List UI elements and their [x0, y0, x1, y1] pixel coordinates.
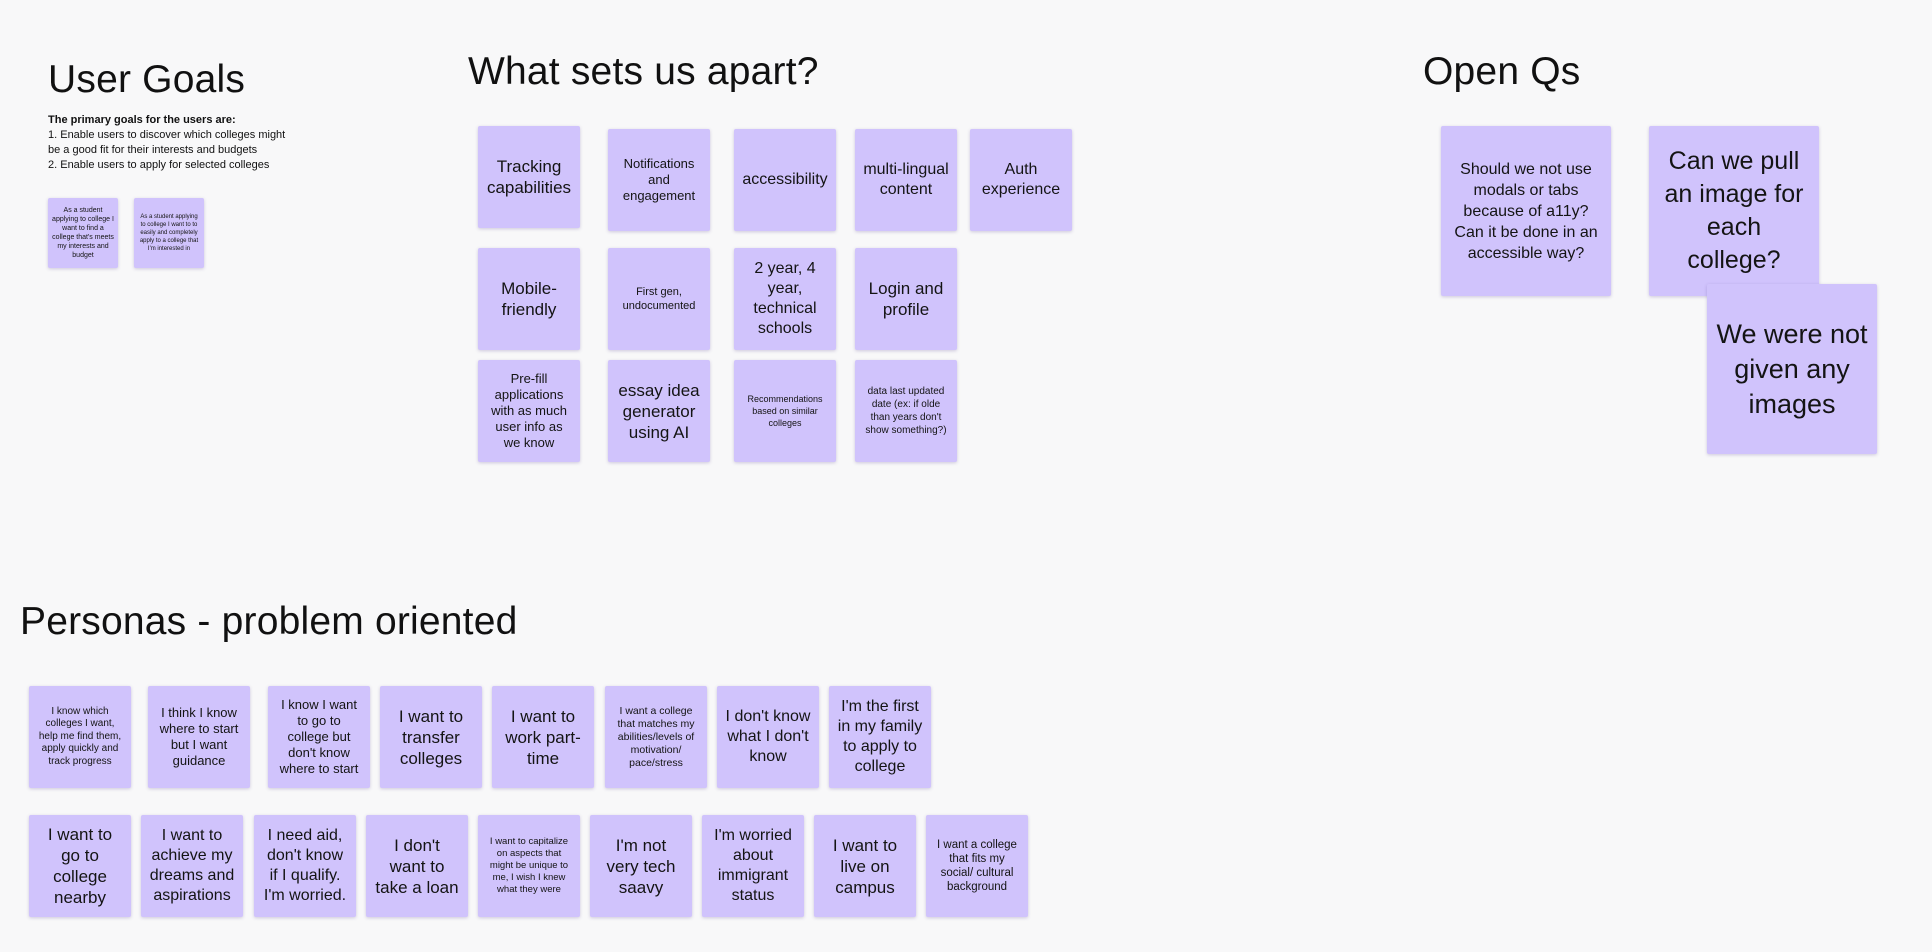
sticky-text: I'm worried about immigrant status — [714, 827, 792, 904]
sticky-note-persona[interactable]: I want a college that fits my social/ cu… — [926, 815, 1028, 917]
sticky-note-persona[interactable]: I'm not very tech saavy — [590, 815, 692, 917]
goal-item-2: 2. Enable users to apply for selected co… — [48, 159, 270, 171]
sticky-note-open-q[interactable]: Can we pull an image for each college? — [1649, 126, 1819, 296]
sticky-text: I'm not very tech saavy — [606, 835, 676, 897]
sticky-note-apart[interactable]: Notifications and engagement — [608, 129, 710, 231]
sticky-note-open-q[interactable]: We were not given any images — [1707, 284, 1877, 454]
sticky-text: Notifications and engagement — [622, 156, 696, 203]
sticky-note-apart[interactable]: multi-lingual content — [855, 129, 957, 231]
sticky-note-apart[interactable]: accessibility — [734, 129, 836, 231]
sticky-text: Auth experience — [981, 161, 1061, 198]
sticky-note-apart[interactable]: Auth experience — [970, 129, 1072, 231]
sticky-note-apart[interactable]: 2 year, 4 year, technical schools — [734, 248, 836, 350]
goals-heading: The primary goals for the users are: — [48, 114, 236, 126]
sticky-text: As a student applying to college I want … — [52, 207, 114, 259]
sticky-text: I know I want to go to college but don't… — [279, 697, 359, 776]
sticky-note-apart[interactable]: Tracking capabilities — [478, 126, 580, 228]
sticky-text: I'm the first in my family to apply to c… — [837, 698, 923, 775]
sticky-text: I want to live on campus — [832, 835, 898, 897]
sticky-note-persona[interactable]: I want to achieve my dreams and aspirati… — [141, 815, 243, 917]
sticky-note-apart[interactable]: First gen, undocumented — [608, 248, 710, 350]
sticky-text: We were not given any images — [1716, 318, 1868, 419]
sticky-text: I want to work part-time — [505, 706, 581, 768]
sticky-text: Should we not use modals or tabs because… — [1454, 160, 1598, 262]
sticky-note-persona[interactable]: I think I know where to start but I want… — [148, 686, 250, 788]
what-sets-us-apart-title[interactable]: What sets us apart? — [468, 50, 819, 93]
sticky-note-persona[interactable]: I want to live on campus — [814, 815, 916, 917]
sticky-text: Can we pull an image for each college? — [1664, 147, 1804, 274]
sticky-note-apart[interactable]: Login and profile — [855, 248, 957, 350]
sticky-text: As a student applying to college I want … — [139, 214, 199, 252]
sticky-note-persona[interactable]: I'm the first in my family to apply to c… — [829, 686, 931, 788]
sticky-note-open-q[interactable]: Should we not use modals or tabs because… — [1441, 126, 1611, 296]
sticky-note-persona[interactable]: I don't want to take a loan — [366, 815, 468, 917]
sticky-text: I know which colleges I want, help me fi… — [38, 705, 122, 767]
sticky-note-persona[interactable]: I don't know what I don't know — [717, 686, 819, 788]
sticky-note-apart[interactable]: Recommendations based on similar college… — [734, 360, 836, 462]
sticky-note-persona[interactable]: I want to transfer colleges — [380, 686, 482, 788]
sticky-note-persona[interactable]: I need aid, don't know if I qualify. I'm… — [254, 815, 356, 917]
sticky-text: I want a college that matches my abiliti… — [617, 704, 695, 769]
goal-item-1: 1. Enable users to discover which colleg… — [48, 129, 286, 156]
sticky-note-persona[interactable]: I want to capitalize on aspects that mig… — [478, 815, 580, 917]
sticky-text: Mobile-friendly — [501, 279, 557, 319]
sticky-note-persona[interactable]: I'm worried about immigrant status — [702, 815, 804, 917]
sticky-text: Tracking capabilities — [486, 157, 572, 197]
sticky-note-persona[interactable]: I want to go to college nearby — [29, 815, 131, 917]
sticky-text: I don't know what I don't know — [725, 708, 811, 765]
sticky-text: I need aid, don't know if I qualify. I'm… — [263, 827, 347, 904]
sticky-text: data last updated date (ex: if olde than… — [865, 386, 947, 436]
sticky-text: Recommendations based on similar college… — [747, 394, 823, 428]
sticky-text: Pre-fill applications with as much user … — [491, 371, 567, 450]
sticky-note-persona[interactable]: I know which colleges I want, help me fi… — [29, 686, 131, 788]
sticky-text: I think I know where to start but I want… — [159, 705, 239, 768]
personas-title[interactable]: Personas - problem oriented — [20, 600, 518, 643]
sticky-note-persona[interactable]: I want to work part-time — [492, 686, 594, 788]
user-goals-text[interactable]: The primary goals for the users are: 1. … — [48, 113, 298, 173]
sticky-text: 2 year, 4 year, technical schools — [753, 260, 817, 337]
sticky-text: essay idea generator using AI — [618, 380, 700, 442]
sticky-note-apart[interactable]: data last updated date (ex: if olde than… — [855, 360, 957, 462]
user-goals-title[interactable]: User Goals — [48, 58, 246, 101]
sticky-text: multi-lingual content — [863, 161, 949, 198]
sticky-note-apart[interactable]: Mobile-friendly — [478, 248, 580, 350]
sticky-text: I want to go to college nearby — [47, 825, 113, 907]
sticky-note-apart[interactable]: Pre-fill applications with as much user … — [478, 360, 580, 462]
sticky-text: First gen, undocumented — [622, 286, 696, 312]
sticky-note-user-story-1[interactable]: As a student applying to college I want … — [48, 198, 118, 268]
sticky-text: I want to capitalize on aspects that mig… — [489, 836, 569, 895]
sticky-note-user-story-2[interactable]: As a student applying to college I want … — [134, 198, 204, 268]
open-qs-title[interactable]: Open Qs — [1423, 50, 1581, 93]
sticky-text: accessibility — [742, 171, 828, 188]
sticky-text: Login and profile — [868, 279, 944, 319]
sticky-text: I don't want to take a loan — [375, 835, 459, 897]
sticky-text: I want to achieve my dreams and aspirati… — [149, 827, 235, 904]
sticky-text: I want to transfer colleges — [398, 706, 464, 768]
sticky-text: I want a college that fits my social/ cu… — [937, 839, 1017, 893]
sticky-note-apart[interactable]: essay idea generator using AI — [608, 360, 710, 462]
sticky-note-persona[interactable]: I know I want to go to college but don't… — [268, 686, 370, 788]
sticky-note-persona[interactable]: I want a college that matches my abiliti… — [605, 686, 707, 788]
